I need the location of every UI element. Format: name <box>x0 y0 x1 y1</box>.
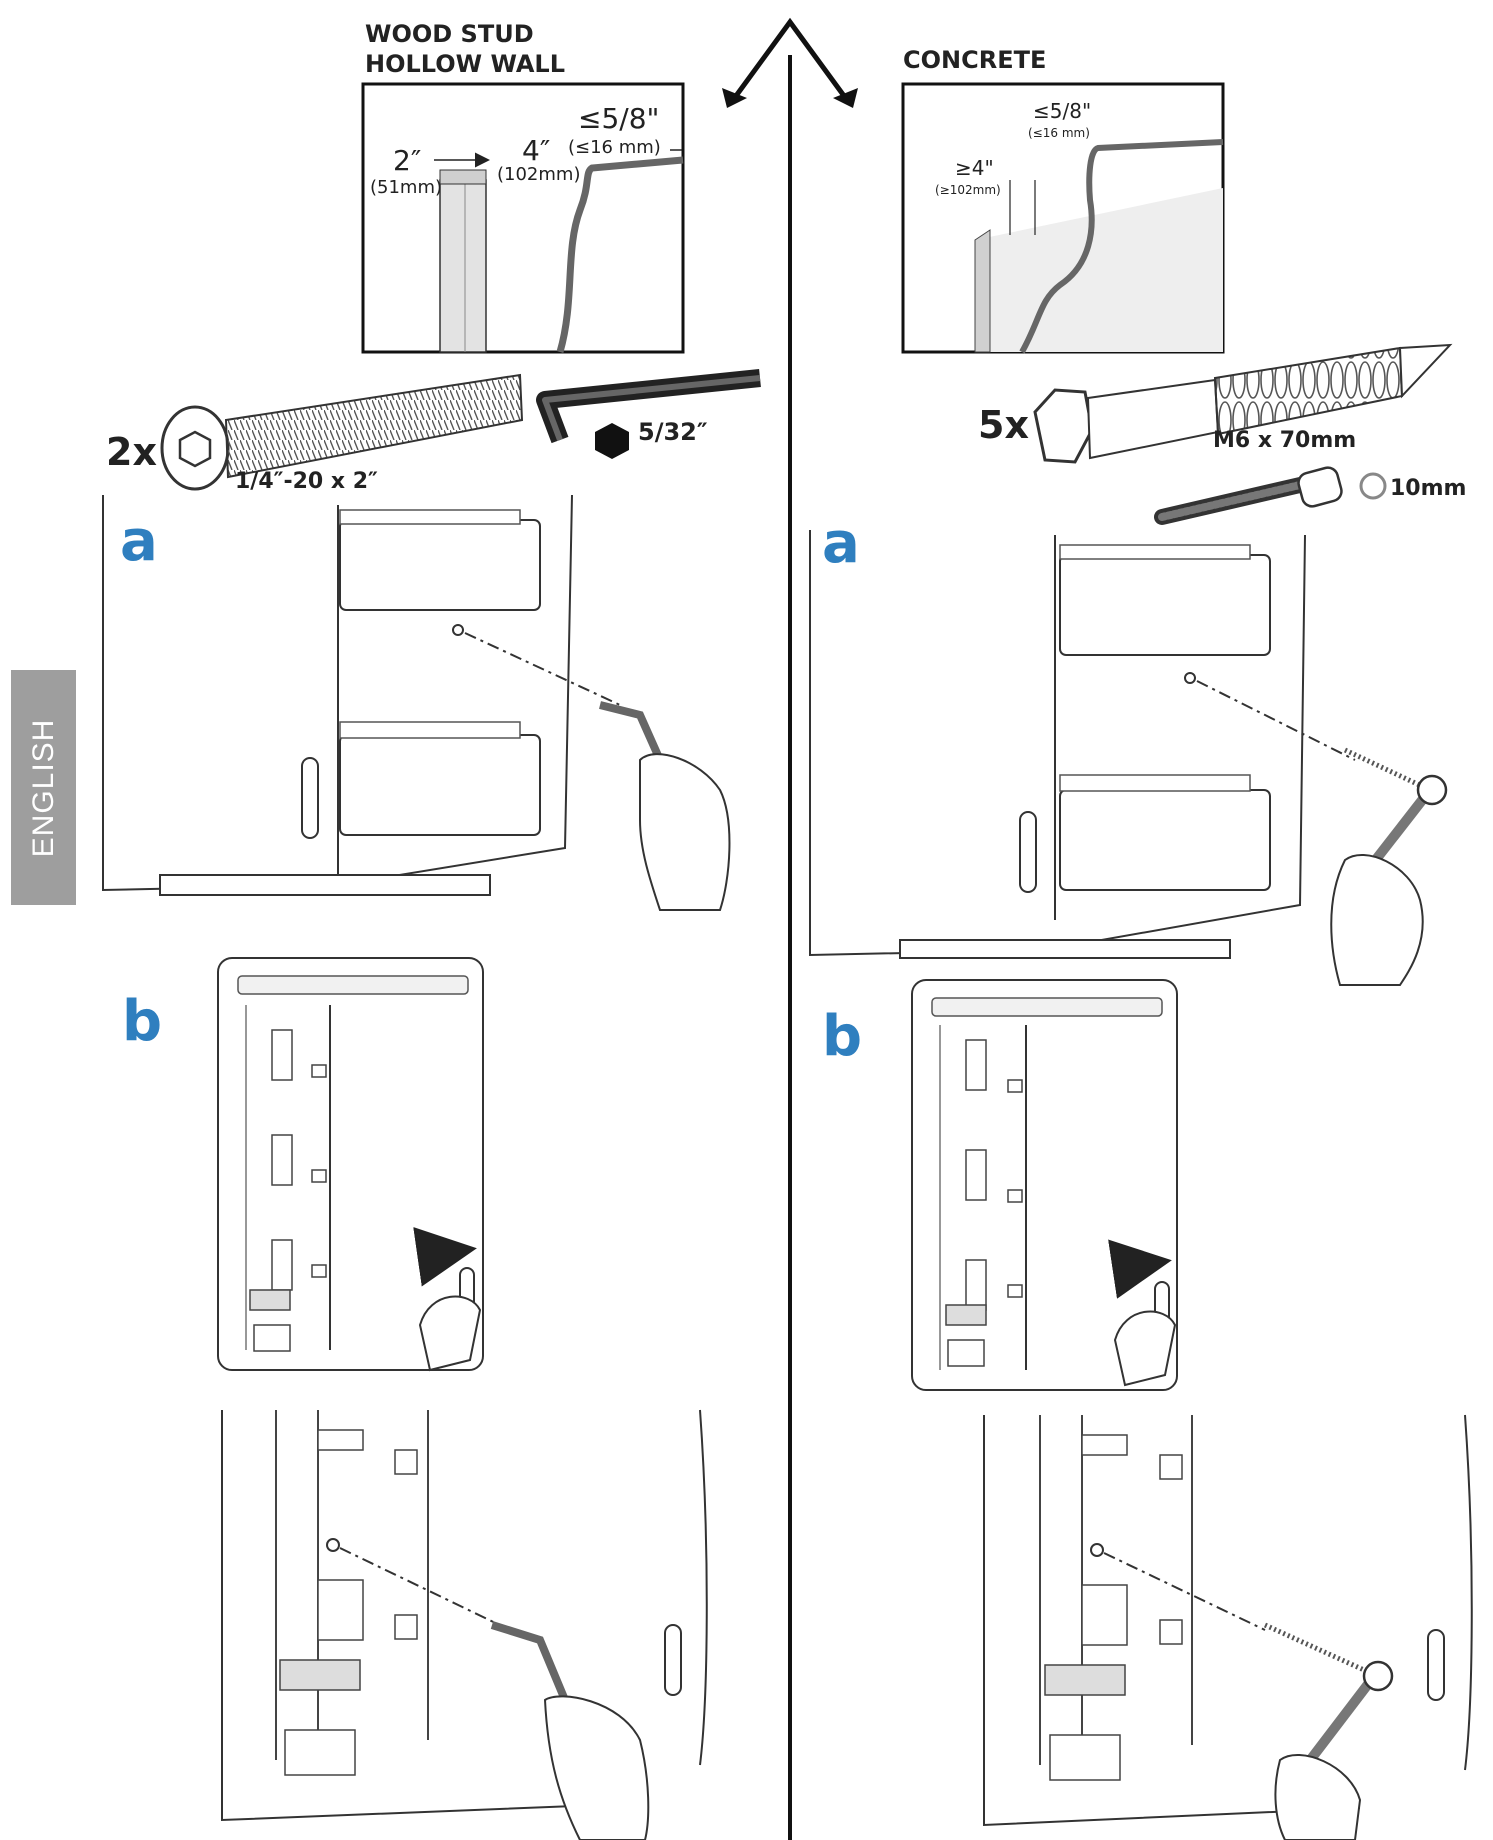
spacing-mm-label: (102mm) <box>497 164 580 185</box>
stud-width-mm-label: (51mm) <box>370 177 442 198</box>
depth-label: ≥4" <box>955 156 994 180</box>
socket-wrench-icon <box>1154 466 1387 525</box>
lag-screw-icon <box>1033 343 1453 464</box>
hex-key-size: 5/32″ <box>638 418 708 446</box>
left-unit-b-closeup <box>221 1409 708 1840</box>
left-unit-b <box>217 957 484 1372</box>
language-tab-label: ENGLISH <box>26 718 60 857</box>
language-tab: ENGLISH <box>11 670 76 905</box>
socket-size: 10mm <box>1390 476 1466 501</box>
right-unit-a <box>809 530 1448 986</box>
concrete-detail <box>901 82 1225 354</box>
right-quantity: 5x <box>978 403 1029 447</box>
left-title-line2: HOLLOW WALL <box>365 50 565 78</box>
right-step-b: b <box>822 1004 862 1069</box>
drywall-mm-label-right: (≤16 mm) <box>1028 126 1090 140</box>
bolt-icon <box>160 373 524 491</box>
right-unit-b-closeup <box>983 1414 1473 1840</box>
left-title-line1: WOOD STUD <box>365 20 534 48</box>
bolt-spec-label: 1/4″-20 x 2″ <box>235 469 378 494</box>
drywall-mm-label-left: (≤16 mm) <box>568 137 661 158</box>
split-arrows <box>722 17 858 1840</box>
left-quantity: 2x <box>106 430 157 474</box>
right-title: CONCRETE <box>903 46 1046 74</box>
drywall-label-left: ≤5/8" <box>578 102 659 135</box>
drywall-label-right: ≤5/8" <box>1033 99 1091 123</box>
right-step-a: a <box>822 511 860 576</box>
stud-width-label: 2″ <box>393 144 421 177</box>
right-unit-b <box>911 979 1178 1391</box>
wood-stud-detail <box>361 82 685 354</box>
left-step-a: a <box>120 509 158 574</box>
left-unit-a <box>102 494 731 911</box>
hex-key-icon <box>536 369 761 459</box>
screw-spec-label: M6 x 70mm <box>1213 428 1356 453</box>
left-step-b: b <box>122 989 162 1054</box>
depth-mm-label: (≥102mm) <box>935 183 1001 197</box>
spacing-label: 4″ <box>522 134 550 167</box>
